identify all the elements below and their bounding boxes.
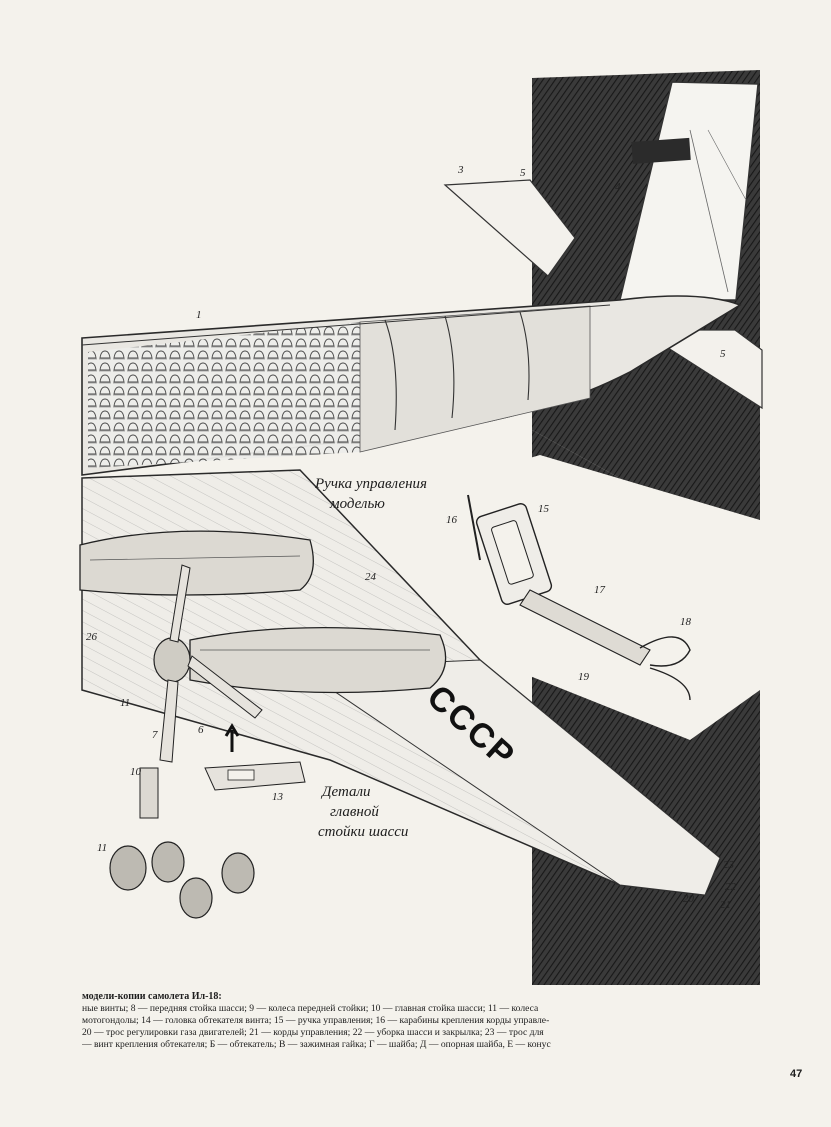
horizontal-stabilizer-left <box>443 179 576 277</box>
callout-18: 18 <box>680 616 692 628</box>
control-handle-annotation-line2: моделью <box>329 496 385 512</box>
horizontal-stabilizer-right <box>637 329 763 410</box>
callout-23: 23 <box>723 859 735 871</box>
callout-1: 1 <box>196 309 202 321</box>
callout-5b: 5 <box>720 348 726 360</box>
callout-20: 20 <box>683 893 695 905</box>
engine-nacelle <box>79 530 447 694</box>
propeller <box>153 564 263 763</box>
callout-5: 5 <box>520 167 526 179</box>
callout-24: 24 <box>365 571 377 583</box>
callout-26: 26 <box>86 631 98 643</box>
callout-10: 10 <box>130 766 142 778</box>
callout-7: 7 <box>152 729 158 741</box>
tail-flag <box>631 137 691 164</box>
callout-16: 16 <box>446 514 458 526</box>
page-number: 47 <box>790 1068 803 1080</box>
fuselage-cutaway <box>81 295 742 476</box>
callout-19: 19 <box>578 671 590 683</box>
caption-line-4: — винт крепления обтекателя; Б — обтекат… <box>82 1039 551 1050</box>
callout-17: 17 <box>594 584 606 596</box>
main-gear-detail <box>109 723 306 919</box>
callout-6: 6 <box>198 724 204 736</box>
callout-4: 4 <box>615 181 621 193</box>
caption-line-2: мотогондолы; 14 — головка обтекателя вин… <box>82 1015 550 1026</box>
callout-3: 3 <box>457 164 464 176</box>
callout-labels: 1 3 4 5 5 6 7 10 11 11 13 15 16 17 18 19… <box>86 164 737 911</box>
callout-13: 13 <box>272 791 284 803</box>
caption-line-3: 20 — трос регулировки газа двигателей; 2… <box>82 1027 544 1038</box>
control-handle-annotation-line1: Ручка управления <box>314 476 427 492</box>
gear-annotation-line1: Детали <box>320 784 371 800</box>
caption-title: модели-копии самолета Ил-18: <box>82 991 222 1002</box>
callout-21: 21 <box>720 899 731 911</box>
aircraft-cutaway-illustration: СССР Ручка управления моделью Детали гла… <box>79 70 763 985</box>
callout-15: 15 <box>538 503 550 515</box>
gear-annotation-line2: главной <box>330 804 379 820</box>
caption-line-1: ные винты; 8 — передняя стойка шасси; 9 … <box>82 1003 539 1014</box>
gear-annotation-line3: стойки шасси <box>318 824 408 840</box>
control-handle-detail <box>467 494 691 701</box>
callout-22: 22 <box>725 881 737 893</box>
figure-caption: модели-копии самолета Ил-18: ные винты; … <box>82 991 770 1051</box>
callout-11: 11 <box>120 697 130 709</box>
callout-11b: 11 <box>97 842 107 854</box>
vertical-stabilizer <box>619 81 759 301</box>
